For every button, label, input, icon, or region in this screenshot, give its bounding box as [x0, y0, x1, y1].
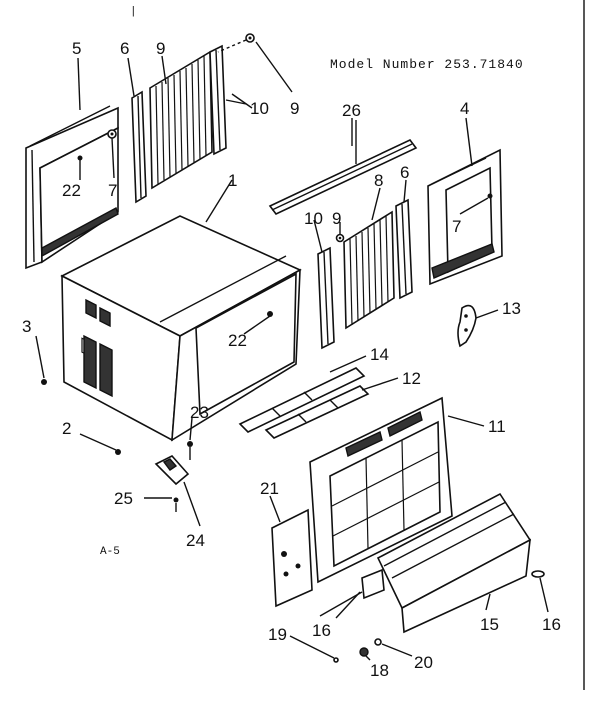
- callout-9-right: 9: [332, 209, 341, 228]
- callout-19: 19: [268, 625, 287, 644]
- callout-24: 24: [186, 531, 205, 550]
- callout-21: 21: [260, 479, 279, 498]
- part-8-right-coil: [343, 210, 395, 330]
- callout-12: 12: [402, 369, 421, 388]
- part-4-right-side-frame: [427, 148, 503, 286]
- leader-lines: [77, 41, 549, 661]
- part-10-top-bracket: [209, 44, 247, 156]
- callout-25: 25: [114, 489, 133, 508]
- part-5-side-frame: [25, 105, 119, 270]
- part-9-right-screw: [335, 233, 345, 243]
- callout-18: 18: [370, 661, 389, 680]
- callout-5: 5: [72, 39, 81, 58]
- part-25-screw: [173, 497, 179, 512]
- callout-20: 20: [414, 653, 433, 672]
- callout-23: 23: [190, 403, 209, 422]
- callout-26: 26: [342, 101, 361, 120]
- part-8-left-coil: [149, 50, 213, 190]
- callout-10-top: 10: [250, 99, 269, 118]
- part-19-pin: [333, 657, 339, 663]
- callout-6-left: 6: [120, 39, 129, 58]
- callout-4: 4: [460, 99, 469, 118]
- callout-22-center: 22: [228, 331, 247, 350]
- part-26-top-rail: [268, 120, 418, 216]
- part-17-label-plate: [361, 568, 385, 600]
- callout-8-right: 8: [374, 171, 383, 190]
- callout-9-top: 9: [290, 99, 299, 118]
- part-3-screw: [35, 335, 47, 385]
- callout-13: 13: [502, 299, 521, 318]
- callout-6-right: 6: [400, 163, 409, 182]
- callout-17: 16: [312, 621, 331, 640]
- part-9-top-screw: [217, 33, 255, 53]
- part-20-washer: [374, 638, 382, 646]
- part-6-left-bracket: [131, 90, 147, 204]
- part-24-bracket: [154, 455, 190, 486]
- part-16-knob: [531, 570, 545, 578]
- callout-2: 2: [62, 419, 71, 438]
- callout-7-right: 7: [452, 217, 461, 236]
- part-14-filter-strip: [238, 367, 366, 433]
- part-18-nut: [359, 647, 369, 657]
- part-13-clip: [457, 304, 477, 348]
- part-15-front-panel: [376, 492, 532, 634]
- callout-1: 1: [228, 171, 237, 190]
- callout-7-left: 7: [108, 181, 117, 200]
- callout-15: 15: [480, 615, 499, 634]
- part-23-screw: [187, 441, 193, 460]
- callout-10-right: 10: [304, 209, 323, 228]
- part-1-cabinet: [60, 215, 302, 442]
- part-11-front-grille: [309, 396, 453, 584]
- page-mark: |: [130, 6, 137, 18]
- part-21-side-panel: [271, 508, 313, 608]
- part-7-left-screw: [107, 129, 117, 139]
- sheet-id: A-5: [100, 546, 120, 558]
- callout-16: 16: [542, 615, 561, 634]
- callout-14: 14: [370, 345, 389, 364]
- model-number: Model Number 253.71840: [330, 57, 524, 72]
- callout-8-left: 9: [156, 39, 165, 58]
- part-10-right-bracket: [317, 246, 335, 350]
- part-12-filter-strip: [264, 385, 370, 439]
- part-6-right-bracket: [395, 198, 413, 300]
- callout-11: 11: [488, 417, 506, 436]
- callout-3: 3: [22, 317, 31, 336]
- part-2-screw: [79, 433, 121, 455]
- callout-22-left: 22: [62, 181, 81, 200]
